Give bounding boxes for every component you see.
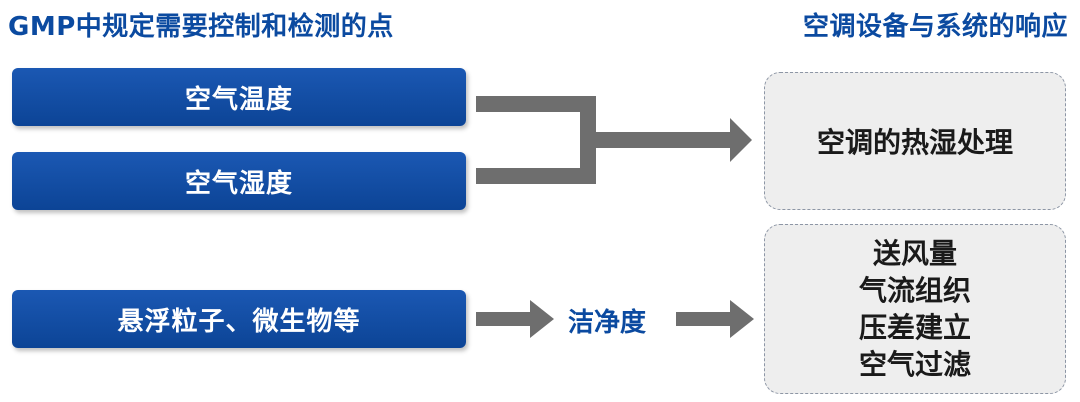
cleanliness-to-response-arrow <box>676 300 754 338</box>
pressure-difference-item: 压差建立 <box>858 311 971 344</box>
air-humidity-box: 空气湿度 <box>12 152 466 210</box>
particles-microbes-label: 悬浮粒子、微生物等 <box>117 306 361 337</box>
air-temperature-label: 空气温度 <box>184 84 293 115</box>
supply-air-volume-item: 送风量 <box>872 237 957 270</box>
particles-to-cleanliness-arrow <box>476 300 554 338</box>
system-response-heading: 空调设备与系统的响应 <box>802 12 1068 42</box>
air-temperature-box: 空气温度 <box>12 68 466 126</box>
particles-microbes-box: 悬浮粒子、微生物等 <box>12 290 466 348</box>
cleanliness-label: 洁净度 <box>568 308 647 338</box>
thermal-humidity-treatment-label: 空调的热湿处理 <box>816 126 1013 159</box>
air-humidity-label: 空气湿度 <box>184 168 293 199</box>
merge-bracket-arrow <box>476 96 752 184</box>
air-filtration-item: 空气过滤 <box>858 348 971 381</box>
airflow-pattern-item: 气流组织 <box>858 274 971 307</box>
thermal-humidity-treatment-panel: 空调的热湿处理 <box>764 72 1066 210</box>
cleanliness-response-panel: 送风量 气流组织 压差建立 空气过滤 <box>764 224 1066 394</box>
control-points-heading: GMP中规定需要控制和检测的点 <box>8 12 394 42</box>
